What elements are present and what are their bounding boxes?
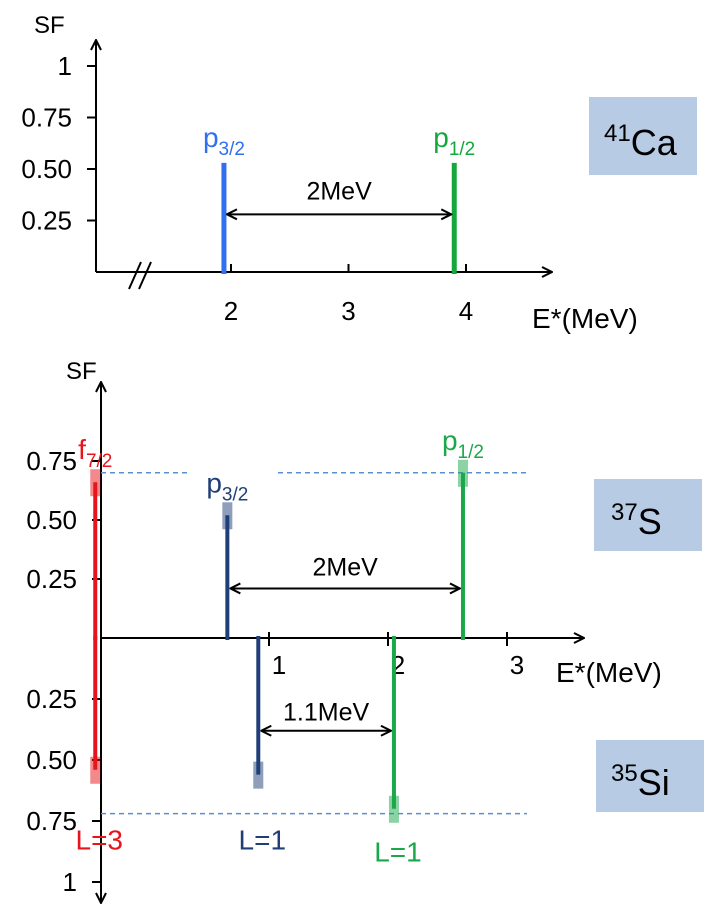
s37-level-label: f7/2 [78, 434, 112, 472]
ca41-level-label: p1/2 [433, 122, 475, 160]
s37-y-tick-label: 0.25 [26, 564, 77, 594]
s37-y-tick-label: 0.50 [26, 505, 77, 535]
ca41-x-ticks: 2 3 4 [224, 264, 473, 326]
s37-level-label: p1/2 [442, 425, 484, 463]
s37-level-marker [222, 502, 233, 530]
si35-gap-label: 1.1MeV [283, 699, 369, 727]
ca41-panel: 0.25 0.50 0.75 1 2 3 4 SF E*(MeV) p3/2 p1/2 2M… [21, 12, 697, 334]
si35-y-tick-label: 0.75 [26, 806, 77, 836]
s37-level-marker [90, 469, 101, 497]
ca41-axis-break [128, 261, 152, 290]
si35-level-marker [388, 795, 399, 823]
si35-level-marker [90, 756, 101, 784]
si35-y-tick-label: 0.50 [26, 745, 77, 775]
s37-y-tick-label: 0.75 [26, 446, 77, 476]
s37-nucleus-box [594, 479, 702, 551]
ca41-y-ticks: 0.25 0.50 0.75 1 [21, 51, 96, 236]
s37-y-ticks: 0.25 0.50 0.75 [26, 446, 101, 594]
bottom-x-tick-label: 3 [510, 650, 524, 680]
s37-level-marker [457, 459, 468, 487]
si35-level-label: L=1 [239, 825, 287, 856]
ca41-y-tick-label: 0.75 [21, 103, 72, 133]
si35-nucleus-box [596, 740, 704, 812]
bottom-x-axis-title: E*(MeV) [556, 657, 662, 688]
ca41-y-tick-label: 0.25 [21, 206, 72, 236]
ca41-y-axis-title: SF [34, 12, 65, 39]
ca41-x-tick-label: 4 [459, 296, 473, 326]
ca41-level-label: p3/2 [203, 122, 245, 160]
si35-nucleus-label: 35Si [611, 760, 670, 803]
ca41-nucleus-label: 41Ca [604, 120, 678, 163]
s37-level-label: p3/2 [206, 467, 248, 505]
si35-level-marker [253, 761, 264, 789]
ca41-levels: p3/2 p1/2 [203, 122, 475, 274]
s37-levels: f7/2 p3/2 p1/2 [78, 425, 484, 640]
s37-nucleus-label: 37S [611, 499, 662, 542]
si35-gap: 1.1MeV [261, 699, 391, 731]
si35-level-label: L=1 [374, 837, 422, 868]
si35-y-tick-label: 1 [63, 867, 77, 897]
ca41-y-tick-label: 0.50 [21, 154, 72, 184]
ca41-gap: 2MeV [227, 177, 451, 214]
s37-y-axis-title: SF [66, 358, 97, 385]
s37-gap-label: 2MeV [313, 553, 379, 581]
ca41-y-tick-label: 1 [58, 51, 72, 81]
si35-y-tick-label: 0.25 [26, 684, 77, 714]
si35-levels: L=3 L=1 L=1 [76, 636, 422, 868]
ca41-nucleus-box [589, 97, 697, 175]
ca41-x-tick-label: 3 [341, 296, 355, 326]
bottom-x-tick-label: 1 [272, 650, 286, 680]
si35-y-ticks: 0.25 0.50 0.75 1 [26, 684, 101, 897]
si35-level-label: L=3 [76, 825, 124, 856]
ca41-x-tick-label: 2 [224, 296, 238, 326]
s37-gap: 2MeV [230, 553, 460, 588]
ca41-gap-label: 2MeV [306, 177, 372, 205]
ca41-x-axis-title: E*(MeV) [532, 303, 638, 334]
